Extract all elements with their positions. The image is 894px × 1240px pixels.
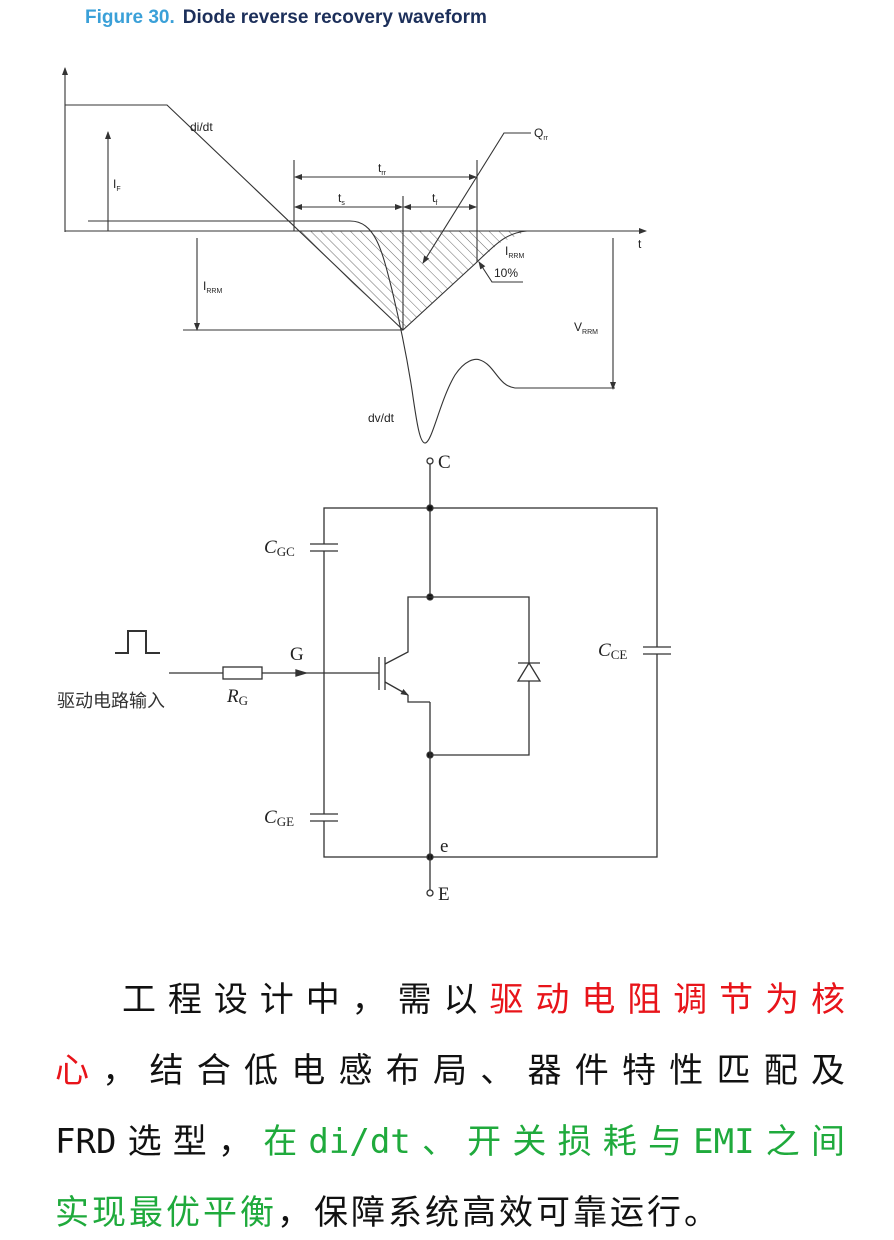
circuit-labels: C E e G CGC CGE CCE RG 驱动电路输入 [57,452,627,905]
highlight-green: 在di/dt、开关损耗与EMI之间 [263,1122,845,1162]
cge-capacitor [310,813,338,822]
paragraph-line-2: 心，结合低电感布局、器件特性匹配及 [55,1051,845,1091]
c-label: C [438,452,451,473]
outer-loop [323,507,658,858]
figure-number: Figure 30. [85,7,175,28]
pulse-icon [115,630,160,654]
figure-title: Figure 30. Diode reverse recovery wavefor… [85,7,487,28]
gate-arrow-icon [295,669,309,677]
didt-label: di/dt [190,120,213,134]
paragraph-line-4: 实现最优平衡，保障系统高效可靠运行。 [55,1193,845,1233]
text-segment: ，保障系统高效可靠运行。 [277,1193,721,1233]
igbt-symbol [378,596,430,703]
reverse-recovery-waveform [62,67,647,444]
rg-label: RG [226,686,248,708]
cge-label: CGE [264,807,294,829]
diode-icon [516,661,542,682]
qrr-hatched-area [296,231,527,330]
cgc-capacitor [310,543,338,552]
cce-label: CCE [598,640,627,662]
qrr-leader [422,132,531,264]
rg-resistor [222,666,263,680]
waveform-labels: di/dt IF IRRM IRRM 10% VRRM dv/dt t trr … [113,120,642,425]
paragraph-line-1: 工程设计中，需以驱动电阻调节为核 [55,980,845,1020]
c-terminal [426,457,434,465]
text-segment: FRD选型， [55,1122,264,1162]
node-dot [426,504,434,512]
cgc-label: CGC [264,537,295,559]
figure-title-text: Diode reverse recovery waveform [183,7,487,28]
paragraph-line-3: FRD选型，在di/dt、开关损耗与EMI之间 [55,1122,845,1162]
voltage-waveform [88,220,615,444]
trr-label: trr [378,161,387,177]
irrm-left-label: IRRM [203,279,222,295]
text-segment: ，结合低电感布局、器件特性匹配及 [102,1051,845,1091]
ten-percent-leader [478,261,523,283]
tf-label: tf [432,191,437,207]
vrrm-label: VRRM [574,320,598,336]
cce-capacitor [643,646,671,655]
drive-input-label: 驱动电路输入 [57,691,165,712]
highlight-red: 驱动电阻调节为核 [489,980,846,1020]
irrm-right-label: IRRM [505,244,524,260]
current-waveform [65,104,600,331]
diode-branch [430,596,530,756]
if-label: IF [113,177,121,193]
e-node-label: e [440,836,448,857]
igbt-circuit [115,457,671,897]
qrr-label: Qrr [534,126,549,142]
text-segment: 工程设计中，需以 [122,980,490,1020]
t-axis-label: t [638,237,642,251]
e-terminal [426,889,434,897]
ten-percent-label: 10% [494,266,518,280]
dvdt-label: dv/dt [368,411,395,425]
highlight-red: 心 [55,1051,103,1091]
e-terminal-label: E [438,884,450,905]
g-label: G [290,644,304,665]
ts-label: ts [338,191,345,207]
highlight-green: 实现最优平衡 [55,1193,277,1233]
